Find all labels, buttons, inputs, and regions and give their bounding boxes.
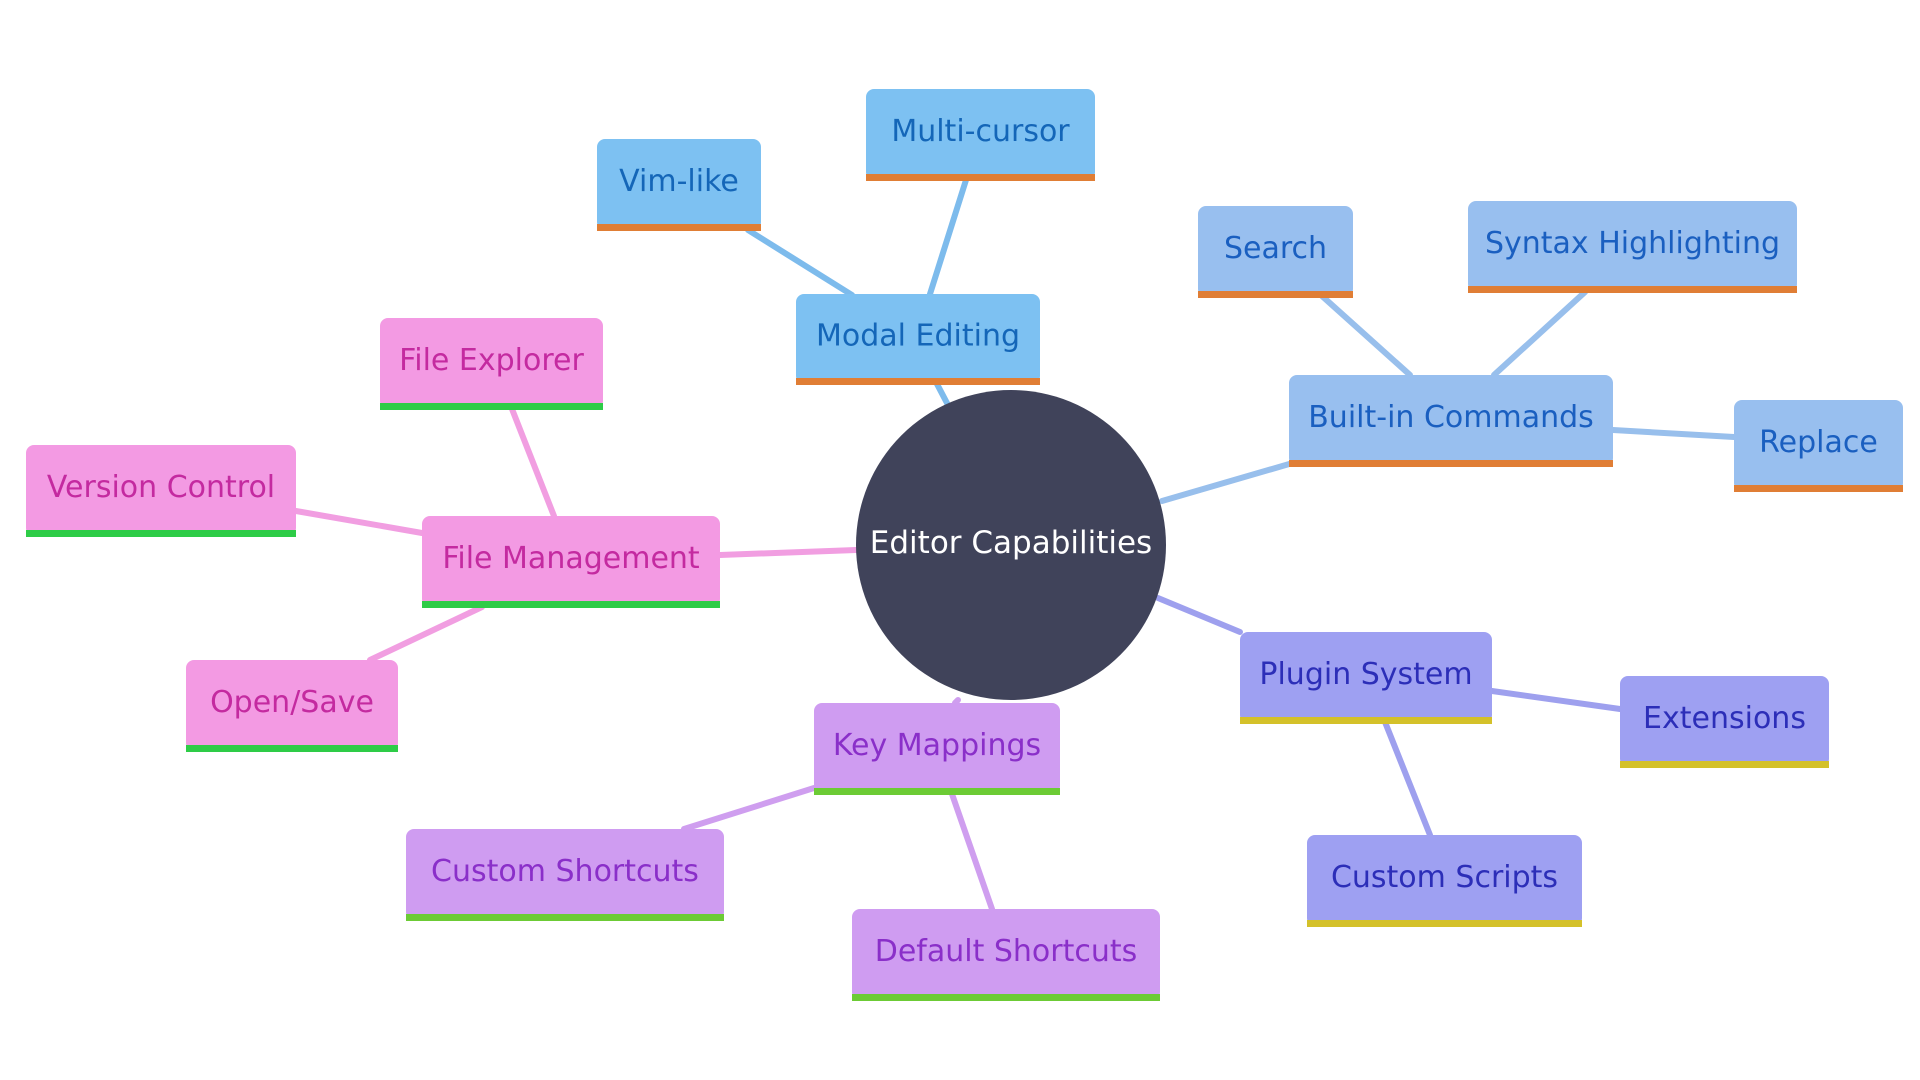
branch-node-builtin-underline: [1289, 460, 1613, 467]
leaf-node-vim: Vim-like: [597, 139, 761, 231]
branch-node-keymap-underline: [814, 788, 1060, 795]
leaf-node-explorer-underline: [380, 403, 603, 410]
leaf-node-syntax-underline: [1468, 286, 1797, 293]
leaf-node-extensions-label: Extensions: [1643, 701, 1806, 736]
edge-plugin-scripts: [1382, 719, 1433, 838]
edge-root-plugin: [1155, 595, 1243, 635]
leaf-node-syntax-box: [1468, 201, 1797, 292]
leaf-node-replace-label: Replace: [1759, 425, 1878, 460]
edge-builtin-syntax: [1491, 289, 1588, 378]
edge-plugin-extensions: [1489, 688, 1623, 712]
branch-node-plugin-label: Plugin System: [1259, 657, 1472, 692]
leaf-node-search-box: [1198, 206, 1353, 297]
branch-node-file-label: File Management: [442, 541, 700, 576]
leaf-node-multicursor: Multi-cursor: [866, 89, 1095, 181]
leaf-node-customsc: Custom Shortcuts: [406, 829, 724, 921]
leaf-node-opensave-underline: [186, 745, 398, 752]
edges-layer: [293, 177, 1737, 912]
branch-node-modal-label: Modal Editing: [816, 319, 1020, 354]
leaf-node-search-label: Search: [1224, 231, 1327, 266]
leaf-node-defaultsc-label: Default Shortcuts: [875, 934, 1138, 969]
leaf-node-extensions-box: [1620, 676, 1829, 767]
nodes-layer: Modal Editing Vim-like Multi-cursorBuilt-i…: [26, 89, 1903, 1001]
branch-node-file-box: [422, 516, 720, 607]
edge-file-opensave: [367, 604, 485, 663]
leaf-node-explorer-box: [380, 318, 603, 409]
leaf-node-scripts-underline: [1307, 920, 1582, 927]
leaf-node-version: Version Control: [26, 445, 296, 537]
leaf-node-defaultsc-box: [852, 909, 1160, 1000]
branch-node-plugin-box: [1240, 632, 1492, 723]
branch-node-modal-underline: [796, 378, 1040, 385]
leaf-node-opensave-label: Open/Save: [210, 685, 374, 720]
branch-node-modal: Modal Editing: [796, 294, 1040, 385]
branch-node-keymap: Key Mappings: [814, 703, 1060, 795]
edge-builtin-replace: [1610, 427, 1737, 440]
branch-node-plugin-underline: [1240, 717, 1492, 724]
leaf-node-version-box: [26, 445, 296, 536]
leaf-node-opensave: Open/Save: [186, 660, 398, 752]
edge-modal-vim: [745, 227, 855, 298]
leaf-node-scripts-label: Custom Scripts: [1331, 860, 1558, 895]
edge-keymap-customsc: [681, 785, 817, 832]
branch-node-builtin: Built-in Commands: [1289, 375, 1613, 467]
leaf-node-replace-box: [1734, 400, 1903, 491]
branch-node-keymap-label: Key Mappings: [833, 728, 1041, 763]
leaf-node-customsc-label: Custom Shortcuts: [431, 854, 699, 889]
edge-root-modal: [934, 381, 951, 408]
leaf-node-syntax-label: Syntax Highlighting: [1485, 226, 1780, 261]
root-node: Editor Capabilities: [856, 390, 1166, 700]
leaf-node-extensions: Extensions: [1620, 676, 1829, 768]
edge-file-version: [293, 508, 425, 536]
edge-modal-multicursor: [927, 177, 969, 297]
leaf-node-customsc-underline: [406, 914, 724, 921]
branch-node-file-underline: [422, 601, 720, 608]
edge-root-builtin: [1159, 459, 1299, 504]
leaf-node-multicursor-box: [866, 89, 1095, 180]
leaf-node-defaultsc: Default Shortcuts: [852, 909, 1160, 1001]
leaf-node-customsc-box: [406, 829, 724, 920]
edge-keymap-defaultsc: [949, 791, 995, 912]
edge-root-keymap: [952, 697, 961, 706]
edge-builtin-search: [1319, 293, 1413, 378]
leaf-node-version-label: Version Control: [47, 470, 275, 505]
leaf-node-explorer-label: File Explorer: [399, 343, 584, 378]
leaf-node-multicursor-underline: [866, 174, 1095, 181]
leaf-node-opensave-box: [186, 660, 398, 751]
leaf-node-vim-box: [597, 139, 761, 230]
branch-node-keymap-box: [814, 703, 1060, 794]
branch-node-file: File Management: [422, 516, 720, 608]
leaf-node-extensions-underline: [1620, 761, 1829, 768]
leaf-node-vim-label: Vim-like: [619, 164, 739, 199]
leaf-node-version-underline: [26, 530, 296, 537]
leaf-node-explorer: File Explorer: [380, 318, 603, 410]
branch-node-modal-box: [796, 294, 1040, 384]
root-circle: [856, 390, 1166, 700]
leaf-node-defaultsc-underline: [852, 994, 1160, 1001]
leaf-node-vim-underline: [597, 224, 761, 231]
leaf-node-scripts-box: [1307, 835, 1582, 926]
leaf-node-scripts: Custom Scripts: [1307, 835, 1582, 927]
branch-node-plugin: Plugin System: [1240, 632, 1492, 724]
leaf-node-syntax: Syntax Highlighting: [1468, 201, 1797, 293]
leaf-node-replace: Replace: [1734, 400, 1903, 492]
leaf-node-search: Search: [1198, 206, 1353, 298]
branch-node-builtin-label: Built-in Commands: [1308, 400, 1594, 435]
edge-file-explorer: [509, 406, 557, 519]
branch-node-builtin-box: [1289, 375, 1613, 466]
leaf-node-replace-underline: [1734, 485, 1903, 492]
edge-root-file: [717, 547, 859, 558]
leaf-node-multicursor-label: Multi-cursor: [891, 114, 1070, 149]
leaf-node-search-underline: [1198, 291, 1353, 298]
root-label: Editor Capabilities: [870, 525, 1152, 561]
